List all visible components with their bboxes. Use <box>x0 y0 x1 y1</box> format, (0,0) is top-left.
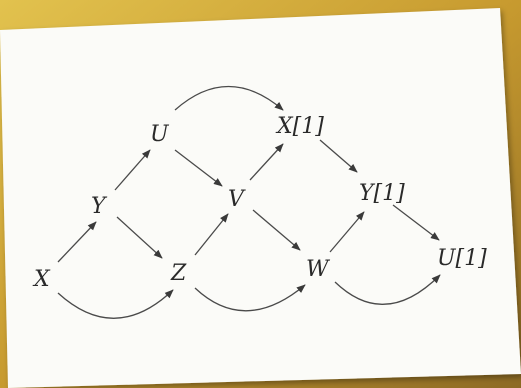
edge-u-to-v <box>174 149 223 187</box>
edge-z-to-v <box>194 213 229 256</box>
node-v: V <box>228 187 246 212</box>
node-x1: X[1] <box>275 114 324 139</box>
edge-x-to-y <box>57 221 97 263</box>
edge-w-to-y1 <box>329 211 365 253</box>
edge-y-to-z <box>116 216 163 259</box>
diagram: X Y U Z V X[1] W Y[1] U[1] <box>32 85 487 319</box>
node-y1: Y[1] <box>359 181 405 206</box>
edge-x1-to-y1 <box>319 139 358 173</box>
edge-w-to-u1-curve <box>334 274 441 305</box>
edge-x-to-z-curve <box>57 289 174 319</box>
node-z: Z <box>170 261 187 286</box>
node-u1: U[1] <box>437 246 487 271</box>
edge-y-to-u <box>114 149 151 191</box>
node-u: U <box>150 122 170 147</box>
edge-u-to-x1-curve <box>174 85 284 111</box>
edge-v-to-w <box>252 209 301 251</box>
node-y: Y <box>91 194 108 219</box>
node-x: X <box>32 267 51 292</box>
paper-sheet <box>0 8 521 388</box>
edge-y1-to-u1 <box>392 204 440 241</box>
node-w: W <box>306 257 331 282</box>
edge-z-to-w-curve <box>194 284 306 312</box>
edge-v-to-x1 <box>249 143 284 181</box>
